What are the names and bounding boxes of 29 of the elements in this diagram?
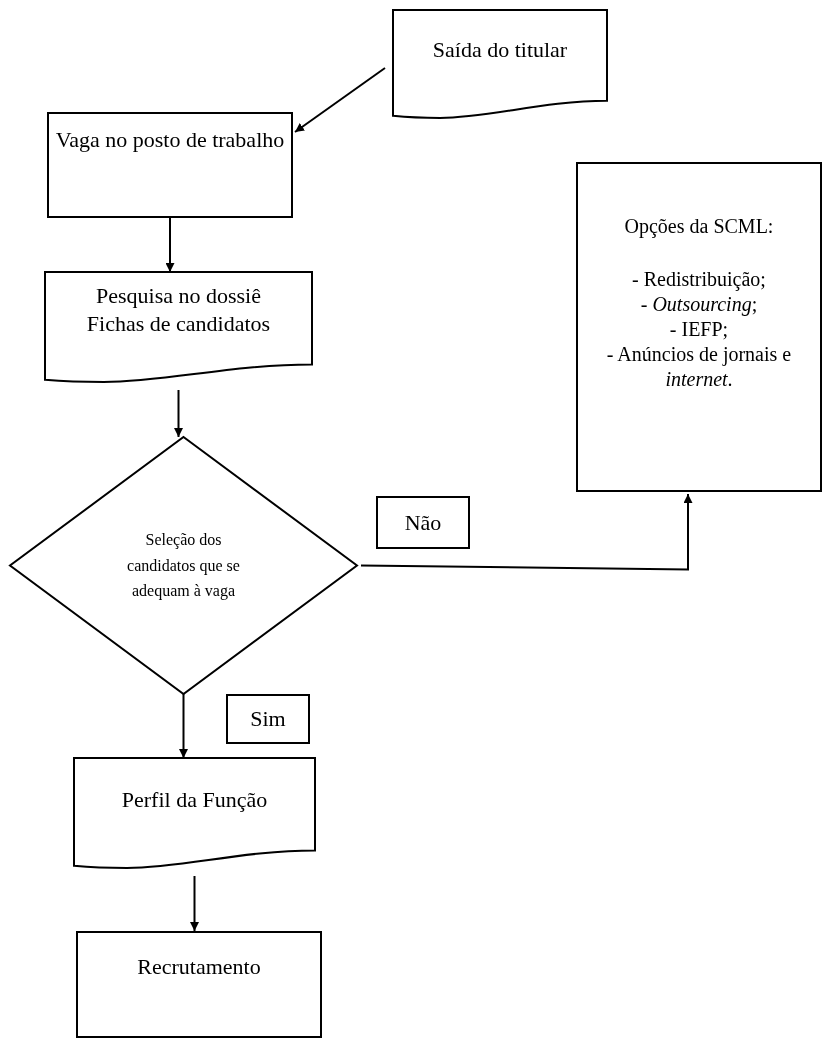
node-text: Fichas de candidatos — [86, 309, 271, 337]
process-box — [76, 931, 322, 1038]
process-box — [47, 112, 293, 218]
node-text: Perfil da Função — [121, 786, 268, 814]
node-text: - Anúncios de jornais e internet. — [605, 342, 793, 392]
document-shape — [45, 272, 312, 382]
decision-diamond — [10, 437, 357, 694]
node-text: Não — [404, 508, 442, 537]
node-text: Sim — [250, 705, 286, 733]
arrow — [165, 217, 175, 273]
node-text: Opções da SCML: — [624, 214, 774, 239]
arrow — [190, 875, 199, 932]
node-text: Recrutamento — [137, 953, 261, 981]
node-text: - Outsourcing; — [640, 292, 758, 317]
arrow — [179, 693, 188, 759]
node-text: - IEFP; — [669, 317, 729, 342]
node-text: Vaga no posto de trabalho — [55, 126, 285, 154]
document-shape — [393, 10, 607, 118]
answer-tag — [376, 496, 470, 549]
node-text: - Redistribuição; — [632, 267, 766, 292]
arrow — [360, 493, 693, 571]
node-text: Pesquisa no dossiê — [96, 282, 261, 310]
node-text: Saída do titular — [432, 36, 568, 64]
arrow — [294, 67, 386, 133]
options-box — [576, 162, 822, 492]
document-shape — [74, 758, 315, 868]
answer-tag — [226, 694, 310, 744]
arrow — [174, 389, 183, 438]
node-text: Seleção dos candidatos que se adequam à vaga — [126, 530, 241, 602]
